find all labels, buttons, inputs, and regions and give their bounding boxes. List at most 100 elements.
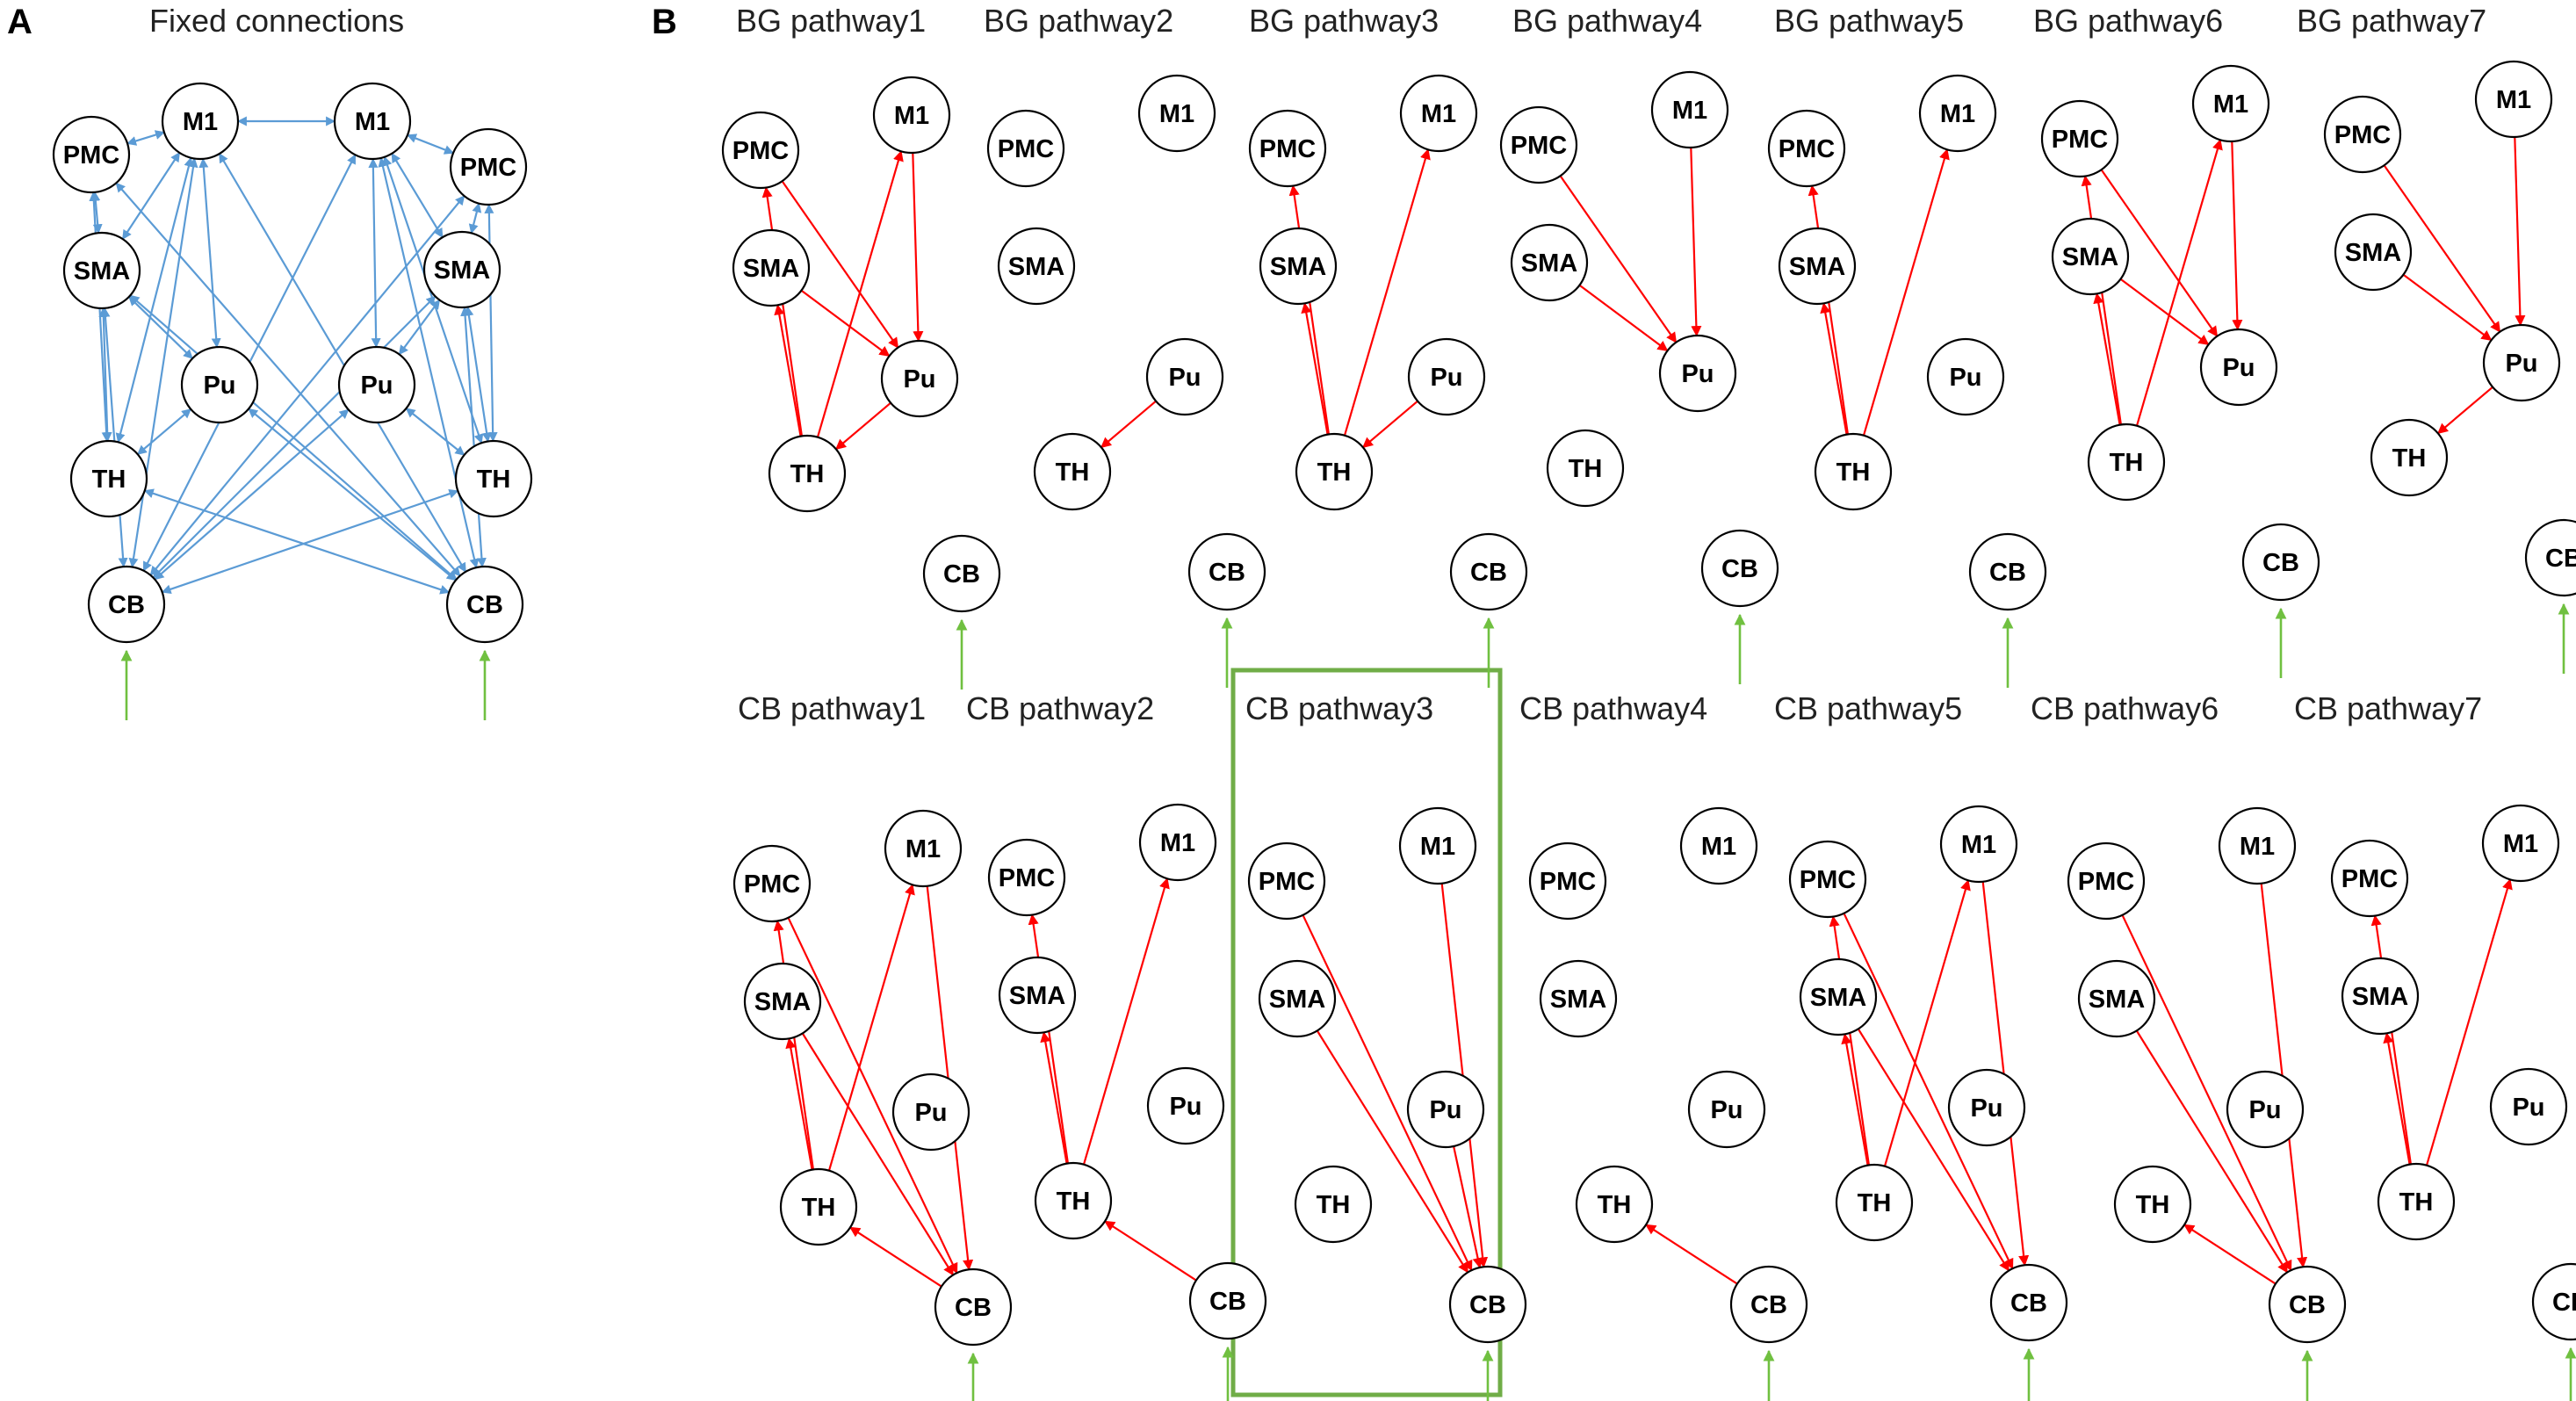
bg-pathway-2-node-pmc-circle (986, 109, 1065, 188)
cb-pathway-7-title: CB pathway7 (2294, 690, 2482, 726)
cb-pathway-3-edge-pu-cb (1453, 1145, 1483, 1269)
bg-pathway-7-node-sma: SMA (2334, 213, 2413, 292)
cb-pathway-1-edge-th-m1 (827, 884, 915, 1172)
fixed-edge-l-sma-r-cb (129, 294, 458, 581)
cb-pathway-3-node-cb-circle (1448, 1265, 1527, 1344)
cb-pathway-6-node-m1: M1 (2218, 806, 2297, 885)
bg-pathway-3-node-pmc-circle (1248, 109, 1327, 188)
cb-pathway-5-node-m1-circle (1939, 805, 2018, 884)
bg-pathway-6-title: BG pathway6 (2033, 3, 2223, 39)
bg-pathway-4-node-sma-circle (1510, 223, 1589, 302)
cb-pathway-2-node-th-label: TH (1057, 1188, 1091, 1216)
cb-pathway-3-node-pu-label: Pu (1429, 1096, 1461, 1124)
cb-pathway-6-node-pmc: PMC (2067, 841, 2146, 921)
cb-pathway-1-edge-th-sma (785, 1037, 813, 1170)
bg-pathway-2-edge-pu-th (1100, 400, 1157, 449)
bg-pathway-3-edge-th-sma (1301, 302, 1329, 435)
cb-pathway-5-node-cb: CB (1989, 1263, 2068, 1342)
cb-pathway-2-node-th: TH (1034, 1161, 1113, 1240)
bg-pathway-1-node-pu-circle (880, 339, 959, 418)
bg-pathway-7-edge-pu-th (2436, 386, 2493, 435)
highlight-box (1230, 668, 1503, 1397)
bg-pathway-4-node-cb-circle (1700, 529, 1779, 608)
cb-pathway-3-node-pu: Pu (1406, 1070, 1485, 1149)
right-node-m1-label: M1 (355, 108, 390, 136)
bg-pathway-7-edge-sma-pu (2402, 273, 2493, 342)
bg-pathway-3-node-th-label: TH (1317, 459, 1352, 487)
cb-pathway-1-edge-pmc-cb (787, 917, 958, 1275)
cb-pathway-1-node-pmc-label: PMC (744, 870, 801, 899)
bg-pathway-2-node-th: TH (1033, 432, 1112, 511)
bg-pathway-2-node-cb-circle (1187, 532, 1266, 611)
cb-pathway-7-node-th-label: TH (2399, 1188, 2434, 1217)
bg-pathway-3-edge-th-pmc (1288, 184, 1330, 435)
right-node-pu-circle (337, 345, 416, 424)
bg-pathway-1-node-pmc-label: PMC (732, 137, 790, 165)
cb-pathway-2-node-sma: SMA (998, 956, 1077, 1035)
bg-pathway-6-node-pmc-circle (2040, 99, 2119, 178)
cb-pathway-6-edge-pmc-cb (2121, 914, 2292, 1272)
fixed-edge-r-pmc-r-m1 (406, 134, 455, 155)
left-node-m1-label: M1 (183, 108, 218, 136)
cb-pathway-7-node-cb-circle (2531, 1262, 2576, 1341)
bg-pathway-2-node-m1-circle (1137, 74, 1216, 153)
cb-pathway-4-node-cb: CB (1729, 1265, 1808, 1344)
bg-pathway-5-title: BG pathway5 (1774, 3, 1964, 39)
cb-pathway-6-node-cb-label: CB (2289, 1291, 2326, 1319)
bg-pathway-3-node-cb: CB (1449, 532, 1528, 611)
fixed-edge-l-sma-l-pu (128, 296, 193, 359)
bg-pathway-4-node-pu-circle (1658, 334, 1737, 413)
bg-pathway-6-node-m1-circle (2191, 64, 2270, 143)
right-node-th: TH (454, 439, 533, 518)
cb-pathway-3-node-pmc-label: PMC (1259, 868, 1316, 896)
cb-pathway-5-node-pmc-label: PMC (1800, 866, 1857, 894)
bg-pathway-7-title: BG pathway7 (2297, 3, 2486, 39)
bg-pathway-5-node-cb: CB (1968, 532, 2047, 611)
bg-pathway-1-node-pmc: PMC (721, 111, 800, 190)
cb-pathway-2-node-pmc-label: PMC (999, 864, 1056, 892)
bg-pathway-6-edge-th-sma (2093, 292, 2121, 425)
bg-pathway-5-node-pu-circle (1926, 337, 2005, 416)
bg-pathway-2-node-th-circle (1033, 432, 1112, 511)
bg-pathway-2-node-sma-label: SMA (1008, 253, 1065, 281)
bg-pathway-1-edge-th-pmc (761, 186, 803, 437)
cb-pathway-5-node-cb-label: CB (2010, 1289, 2047, 1318)
cb-pathway-4-node-pu: Pu (1687, 1070, 1766, 1149)
fixed-edge-r-pu-r-th (405, 408, 465, 456)
bg-pathway-3-node-cb-circle (1449, 532, 1528, 611)
bg-pathway-1-node-sma: SMA (732, 228, 811, 307)
cb-pathway-5-edge-th-m1 (1883, 879, 1971, 1167)
cb-pathway-2-node-sma-circle (998, 956, 1077, 1035)
cb-pathway-3-node-th-label: TH (1317, 1191, 1351, 1219)
bg-pathway-1-node-th: TH (768, 434, 847, 513)
cb-pathway-2-node-cb: CB (1188, 1261, 1267, 1340)
fixed-edge-l-pu-r-cb (248, 408, 457, 581)
bg-pathway-2-node-th-label: TH (1056, 459, 1090, 487)
cb-pathway-4-node-m1-circle (1679, 806, 1758, 885)
cb-pathway-4-node-m1-label: M1 (1701, 833, 1736, 861)
bg-pathway-4-node-sma-label: SMA (1521, 249, 1578, 278)
bg-pathway-1-node-pmc-circle (721, 111, 800, 190)
bg-pathway-4-title: BG pathway4 (1512, 3, 1702, 39)
bg-pathway-7-node-sma-label: SMA (2345, 239, 2402, 267)
fixed-edge-l-pu-l-th (136, 408, 192, 456)
bg-pathway-2-node-cb: CB (1187, 532, 1266, 611)
bg-pathway-7-edge-pmc-pu (2383, 164, 2501, 333)
cb-pathway-7-node-pmc-circle (2330, 839, 2409, 918)
cb-pathway-1-node-sma-label: SMA (754, 988, 812, 1016)
bg-pathway-5-node-m1: M1 (1918, 74, 1997, 153)
bg-pathway-6-node-m1-label: M1 (2213, 90, 2248, 119)
cb-pathway-7-node-m1: M1 (2481, 804, 2560, 883)
left-node-cb: CB (87, 565, 166, 644)
cb-pathway-3-node-pu-circle (1406, 1070, 1485, 1149)
right-node-cb-label: CB (466, 591, 503, 619)
cb-pathway-5-node-th-label: TH (1858, 1189, 1892, 1217)
right-node-pmc-label: PMC (460, 154, 517, 182)
panel-a-fixed-connections: A Fixed connections M1PMCSMAPuTHCBM1PMCS… (7, 3, 533, 720)
